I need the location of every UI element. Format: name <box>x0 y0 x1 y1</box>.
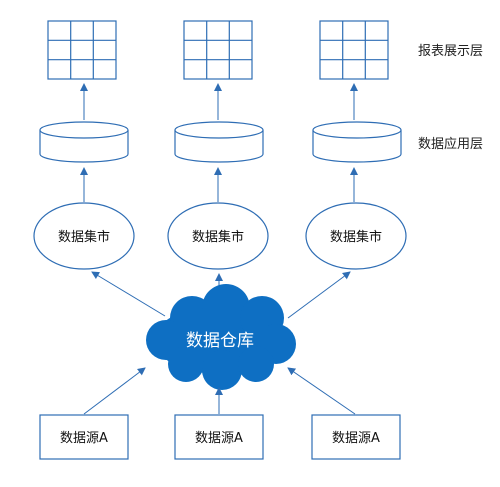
source-label: 数据源A <box>332 431 380 446</box>
datamart-label: 数据集市 <box>192 229 244 245</box>
datamart-label: 数据集市 <box>330 229 382 245</box>
report-grid-1 <box>47 20 117 80</box>
datamart-2: 数据集市 <box>167 202 269 270</box>
datamart-1: 数据集市 <box>33 202 135 270</box>
application-layer-label: 数据应用层 <box>418 137 484 152</box>
app-cylinder-1 <box>39 121 129 163</box>
source-2: 数据源A <box>174 414 264 460</box>
arrow-source-to-warehouse-3 <box>287 367 356 415</box>
app-cylinder-3 <box>312 121 402 163</box>
datamart-label: 数据集市 <box>58 229 110 245</box>
source-label: 数据源A <box>60 431 108 446</box>
source-1: 数据源A <box>39 414 129 460</box>
app-cylinder-2 <box>174 121 264 163</box>
arrow-source-to-warehouse-1 <box>83 367 146 415</box>
report-grid-2 <box>183 20 253 80</box>
source-label: 数据源A <box>195 431 243 446</box>
report-layer-label: 报表展示层 <box>418 44 484 59</box>
report-grid-3 <box>319 20 389 80</box>
arrow-warehouse-to-mart-1 <box>91 271 166 317</box>
datawarehouse-label: 数据仓库 <box>186 331 254 351</box>
arrow-warehouse-to-mart-3 <box>287 271 351 319</box>
datamart-3: 数据集市 <box>305 202 407 270</box>
source-3: 数据源A <box>311 414 401 460</box>
datawarehouse-cloud: 数据仓库 <box>146 284 296 390</box>
